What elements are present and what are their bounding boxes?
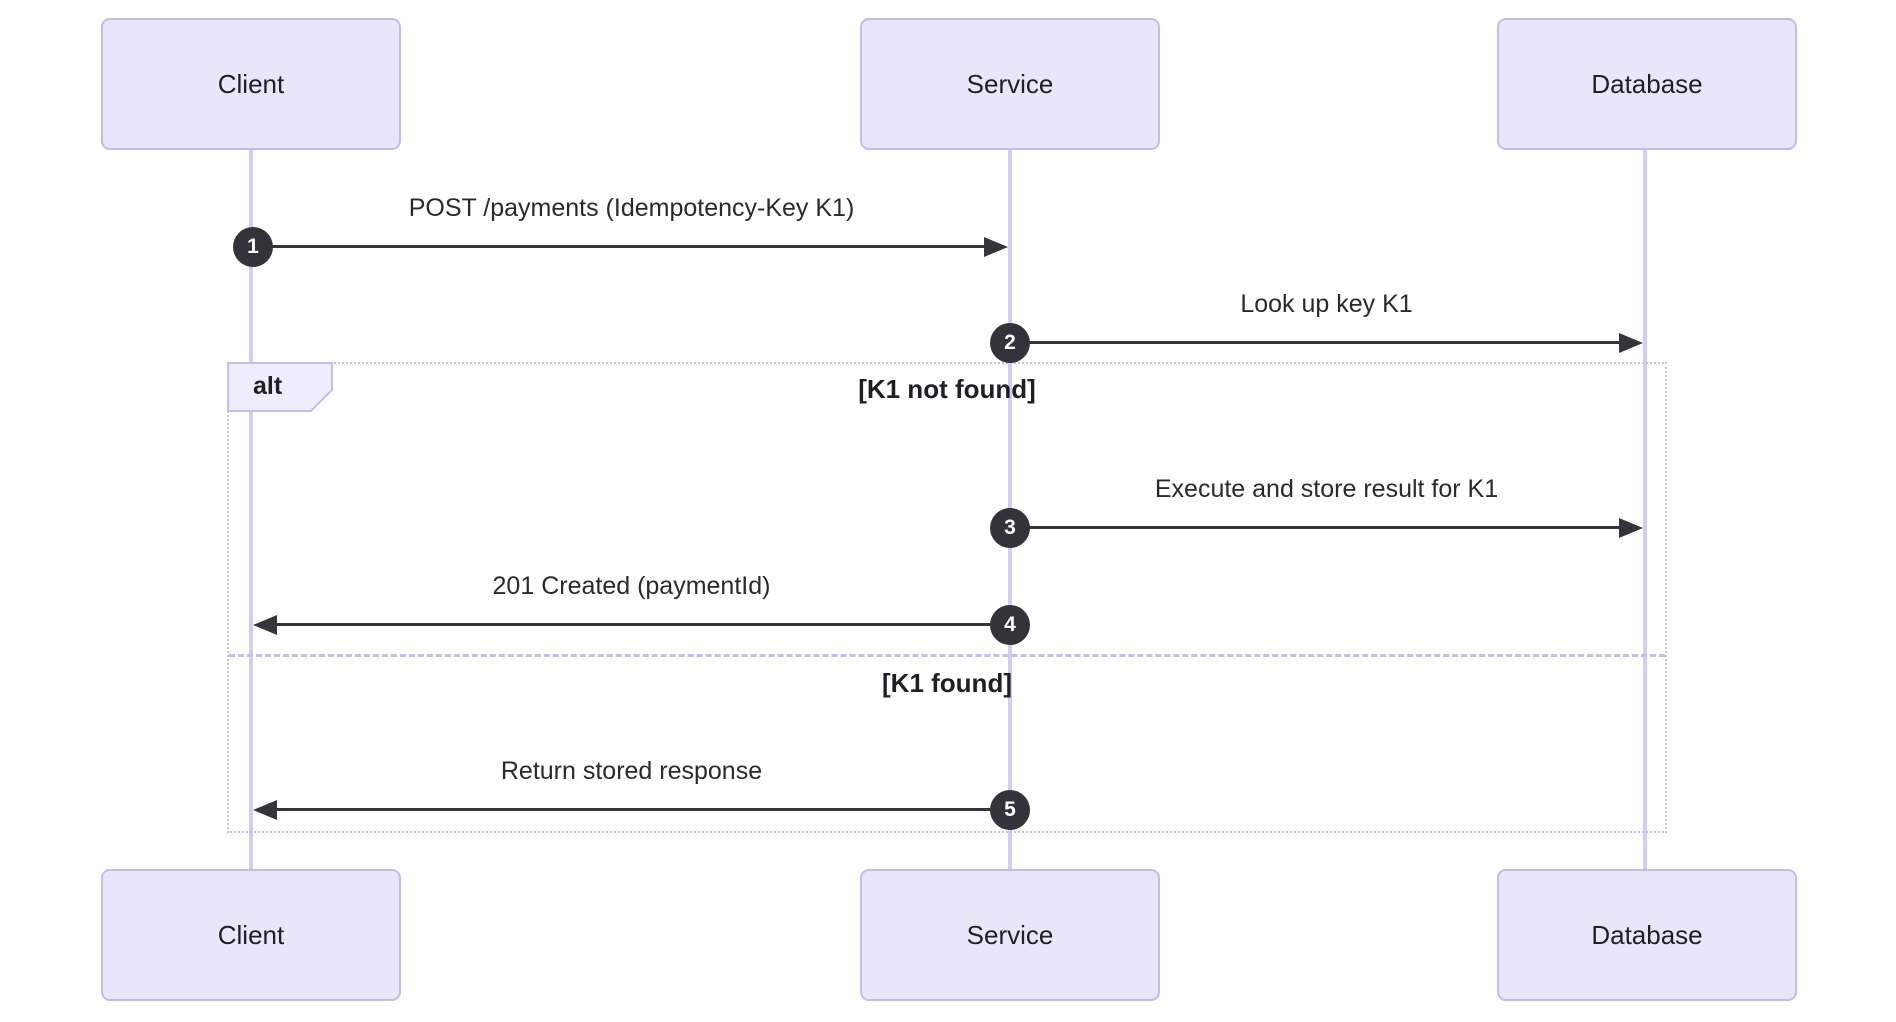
message-2-arrowhead-icon bbox=[1619, 333, 1643, 353]
message-5-label: Return stored response bbox=[500, 757, 763, 785]
message-5-sequence-badge: 5 bbox=[990, 790, 1030, 830]
message-5-arrow-line bbox=[277, 808, 1010, 811]
alt-frame: alt [K1 not found] [K1 found] bbox=[227, 362, 1667, 833]
alt-condition-found: [K1 found] bbox=[882, 668, 1012, 698]
participant-service-bottom-label: Service bbox=[966, 919, 1054, 950]
message-2-arrow-line bbox=[1010, 341, 1622, 344]
message-3-arrowhead-icon bbox=[1619, 518, 1643, 538]
message-2-sequence-badge: 2 bbox=[990, 323, 1030, 363]
alt-label-shape bbox=[227, 362, 333, 412]
alt-section-divider bbox=[229, 654, 1665, 657]
participant-database-top: Database bbox=[1497, 18, 1797, 150]
message-5-arrowhead-icon bbox=[253, 800, 277, 820]
alt-condition-not-found: [K1 not found] bbox=[858, 374, 1036, 404]
lifeline-database bbox=[1643, 150, 1647, 870]
message-4-sequence-badge: 4 bbox=[990, 605, 1030, 645]
participant-database-top-label: Database bbox=[1591, 68, 1703, 99]
message-1-label: POST /payments (Idempotency-Key K1) bbox=[408, 194, 855, 222]
lifeline-client bbox=[249, 150, 253, 870]
participant-service-bottom: Service bbox=[860, 869, 1160, 1001]
participant-service-top-label: Service bbox=[966, 68, 1054, 99]
participant-database-bottom-label: Database bbox=[1591, 919, 1703, 950]
message-3-label: Execute and store result for K1 bbox=[1154, 475, 1499, 503]
message-2-label: Look up key K1 bbox=[1240, 290, 1413, 318]
participant-client-bottom: Client bbox=[101, 869, 401, 1001]
participant-client-top-label: Client bbox=[217, 68, 285, 99]
message-3-sequence-badge: 3 bbox=[990, 508, 1030, 548]
message-1-sequence-badge: 1 bbox=[233, 227, 273, 267]
message-4-arrow-line bbox=[277, 623, 1010, 626]
participant-service-top: Service bbox=[860, 18, 1160, 150]
message-4-arrowhead-icon bbox=[253, 615, 277, 635]
alt-label: alt bbox=[253, 372, 283, 400]
participant-database-bottom: Database bbox=[1497, 869, 1797, 1001]
message-4-label: 201 Created (paymentId) bbox=[492, 572, 771, 600]
message-3-arrow-line bbox=[1010, 526, 1622, 529]
participant-client-top: Client bbox=[101, 18, 401, 150]
participant-client-bottom-label: Client bbox=[217, 919, 285, 950]
message-1-arrow-line bbox=[253, 245, 987, 248]
message-1-arrowhead-icon bbox=[984, 237, 1008, 257]
